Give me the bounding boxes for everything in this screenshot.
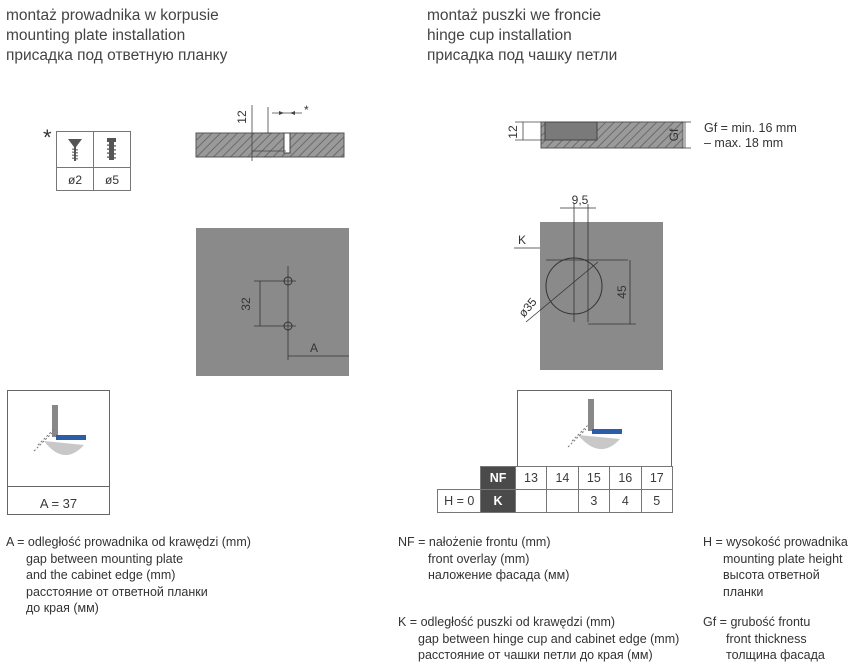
screw-d5-label: ø5 — [105, 173, 119, 187]
nf-value: 14 — [546, 466, 579, 490]
screw-d2-label: ø2 — [68, 173, 82, 187]
plate-result-value: A = 37 — [8, 486, 109, 521]
k-value: 5 — [640, 489, 674, 513]
cup-icon-box — [517, 390, 672, 466]
legend-k-pl: K = odległość puszki od krawędzi (mm) — [398, 615, 616, 629]
legend-a-en2: and the cabinet edge (mm) — [26, 568, 176, 582]
legend-a: A = odległość prowadnika od krawędzi (mm… — [6, 534, 251, 617]
screw-table-graphic: ø2 ø5 — [56, 131, 131, 191]
nf-value: 16 — [609, 466, 642, 490]
legend-nf-pl: NF = nałożenie frontu (mm) — [398, 535, 551, 549]
right-header-ru: присадка под чашку петли — [427, 47, 618, 64]
k-row: H = 0 K 3 4 5 — [436, 489, 674, 513]
legend-h: H = wysokość prowadnika mounting plate h… — [703, 534, 848, 600]
nf-value: 13 — [514, 466, 548, 490]
gf-note-min: Gf = min. 16 mm — [704, 121, 797, 135]
countersunk-screw-icon — [68, 139, 82, 161]
plate-dim-32: 32 — [239, 297, 253, 311]
nf-k-table: NF 13 14 15 16 17 H = 0 K 3 4 5 — [436, 466, 674, 513]
nf-label: NF — [480, 466, 516, 490]
legend-k: K = odległość puszki od krawędzi (mm) ga… — [398, 614, 679, 664]
left-header-en: mounting plate installation — [6, 27, 186, 44]
cup-dim-d35: ø35 — [516, 295, 540, 320]
k-value — [546, 489, 579, 513]
k-label: K — [480, 489, 516, 513]
hinge-cup-icon — [567, 399, 622, 450]
plate-front-drawing: 32 A — [196, 228, 349, 376]
legend-gf-en: front thickness — [726, 631, 807, 646]
gf-note: Gf = min. 16 mm – max. 18 mm — [704, 121, 797, 151]
cup-dim-9-5: 9,5 — [572, 193, 589, 207]
legend-h-ru1: высота ответной — [723, 568, 820, 582]
legend-nf: NF = nałożenie frontu (mm) front overlay… — [398, 534, 569, 584]
legend-nf-en: front overlay (mm) — [428, 551, 530, 566]
gf-note-max: – max. 18 mm — [704, 136, 784, 150]
plate-dim-12: 12 — [235, 110, 249, 124]
legend-h-en: mounting plate height — [723, 551, 843, 566]
left-header-pl: montaż prowadnika w korpusie — [6, 7, 219, 24]
right-header-en: hinge cup installation — [427, 27, 572, 44]
cup-dim-gf: Gf — [667, 128, 681, 141]
legend-gf-pl: Gf = grubość frontu — [703, 615, 811, 629]
legend-nf-ru: наложение фасада (мм) — [428, 568, 570, 582]
screw-table: ø2 ø5 — [56, 131, 131, 191]
left-header-ru: присадка под ответную планку — [6, 47, 228, 64]
right-header: montaż puszki we froncie hinge cup insta… — [427, 6, 617, 66]
screw-asterisk: * — [43, 125, 52, 150]
hinge-mount-icon — [33, 405, 86, 456]
k-value: 4 — [609, 489, 642, 513]
legend-a-ru1: расстояние от ответной планки — [26, 584, 208, 599]
k-value: 3 — [577, 489, 611, 513]
legend-h-ru2: планки — [723, 584, 764, 599]
cup-dim-12: 12 — [506, 125, 520, 139]
nf-row: NF 13 14 15 16 17 — [438, 466, 674, 490]
cup-front-drawing: 9,5 K 45 ø35 — [514, 193, 663, 370]
legend-h-pl: H = wysokość prowadnika — [703, 535, 848, 549]
legend-gf-ru: толщина фасада — [726, 648, 825, 662]
legend-gf: Gf = grubość frontu front thickness толщ… — [703, 614, 825, 664]
cup-dim-k: K — [518, 233, 526, 247]
k-value — [514, 489, 548, 513]
legend-k-en: gap between hinge cup and cabinet edge (… — [418, 631, 680, 646]
legend-a-pl: A = odległość prowadnika od krawędzi (mm… — [6, 535, 251, 549]
plate-dim-a: A — [310, 341, 318, 355]
left-header: montaż prowadnika w korpusie mounting pl… — [6, 6, 227, 66]
plate-result-box: A = 37 — [7, 390, 110, 515]
nf-value: 15 — [577, 466, 611, 490]
nf-value: 17 — [640, 466, 674, 490]
plate-section-drawing: 12 * — [195, 103, 345, 161]
legend-a-ru2: до края (мм) — [26, 601, 99, 615]
euro-screw-icon — [106, 138, 117, 160]
legend-k-ru: расстояние от чашки петли до края (мм) — [418, 648, 653, 662]
right-header-pl: montaż puszki we froncie — [427, 7, 602, 24]
legend-a-en1: gap between mounting plate — [26, 551, 184, 566]
h-label: H = 0 — [436, 489, 482, 513]
plate-dim-asterisk: * — [304, 103, 309, 117]
cup-section-drawing: 12 Gf — [506, 121, 691, 149]
cup-dim-45: 45 — [615, 285, 629, 299]
